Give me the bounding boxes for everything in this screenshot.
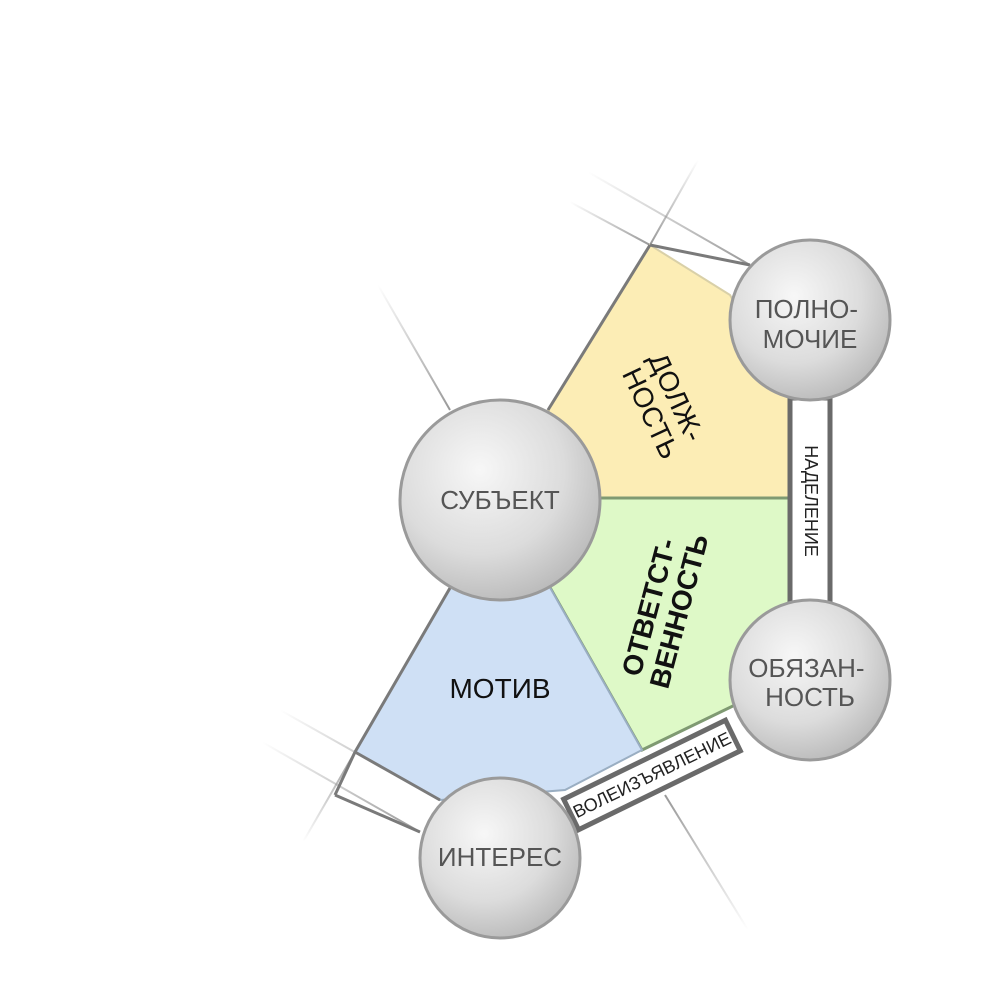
node-duty-label: ОБЯЗАН- НОСТЬ xyxy=(748,653,872,712)
ray-lower-left-c xyxy=(261,741,421,833)
band-empowerment: НАДЕЛЕНИЕ xyxy=(787,395,833,607)
sector-motive-label: МОТИВ xyxy=(449,673,550,704)
ray-top-b xyxy=(587,171,751,266)
ray-upper-left xyxy=(377,284,451,411)
radiating-lines xyxy=(255,159,995,931)
node-interest-label: ИНТЕРЕС xyxy=(438,842,562,872)
ray-lower-left-a xyxy=(302,751,356,843)
node-duty: ОБЯЗАН- НОСТЬ xyxy=(728,598,892,762)
ray-bottom xyxy=(664,794,749,931)
ray-top-c xyxy=(569,201,651,246)
band-empowerment-label: НАДЕЛЕНИЕ xyxy=(801,445,821,557)
node-subject-label: СУБЪЕКТ xyxy=(440,485,560,515)
node-interest: ИНТЕРЕС xyxy=(418,776,582,940)
node-authority: ПОЛНО- МОЧИЕ xyxy=(728,238,892,402)
frame-lines xyxy=(333,243,751,834)
node-authority-label: ПОЛНО- МОЧИЕ xyxy=(755,294,866,354)
node-subject: СУБЪЕКТ xyxy=(398,398,602,602)
ray-top-a xyxy=(649,159,699,246)
